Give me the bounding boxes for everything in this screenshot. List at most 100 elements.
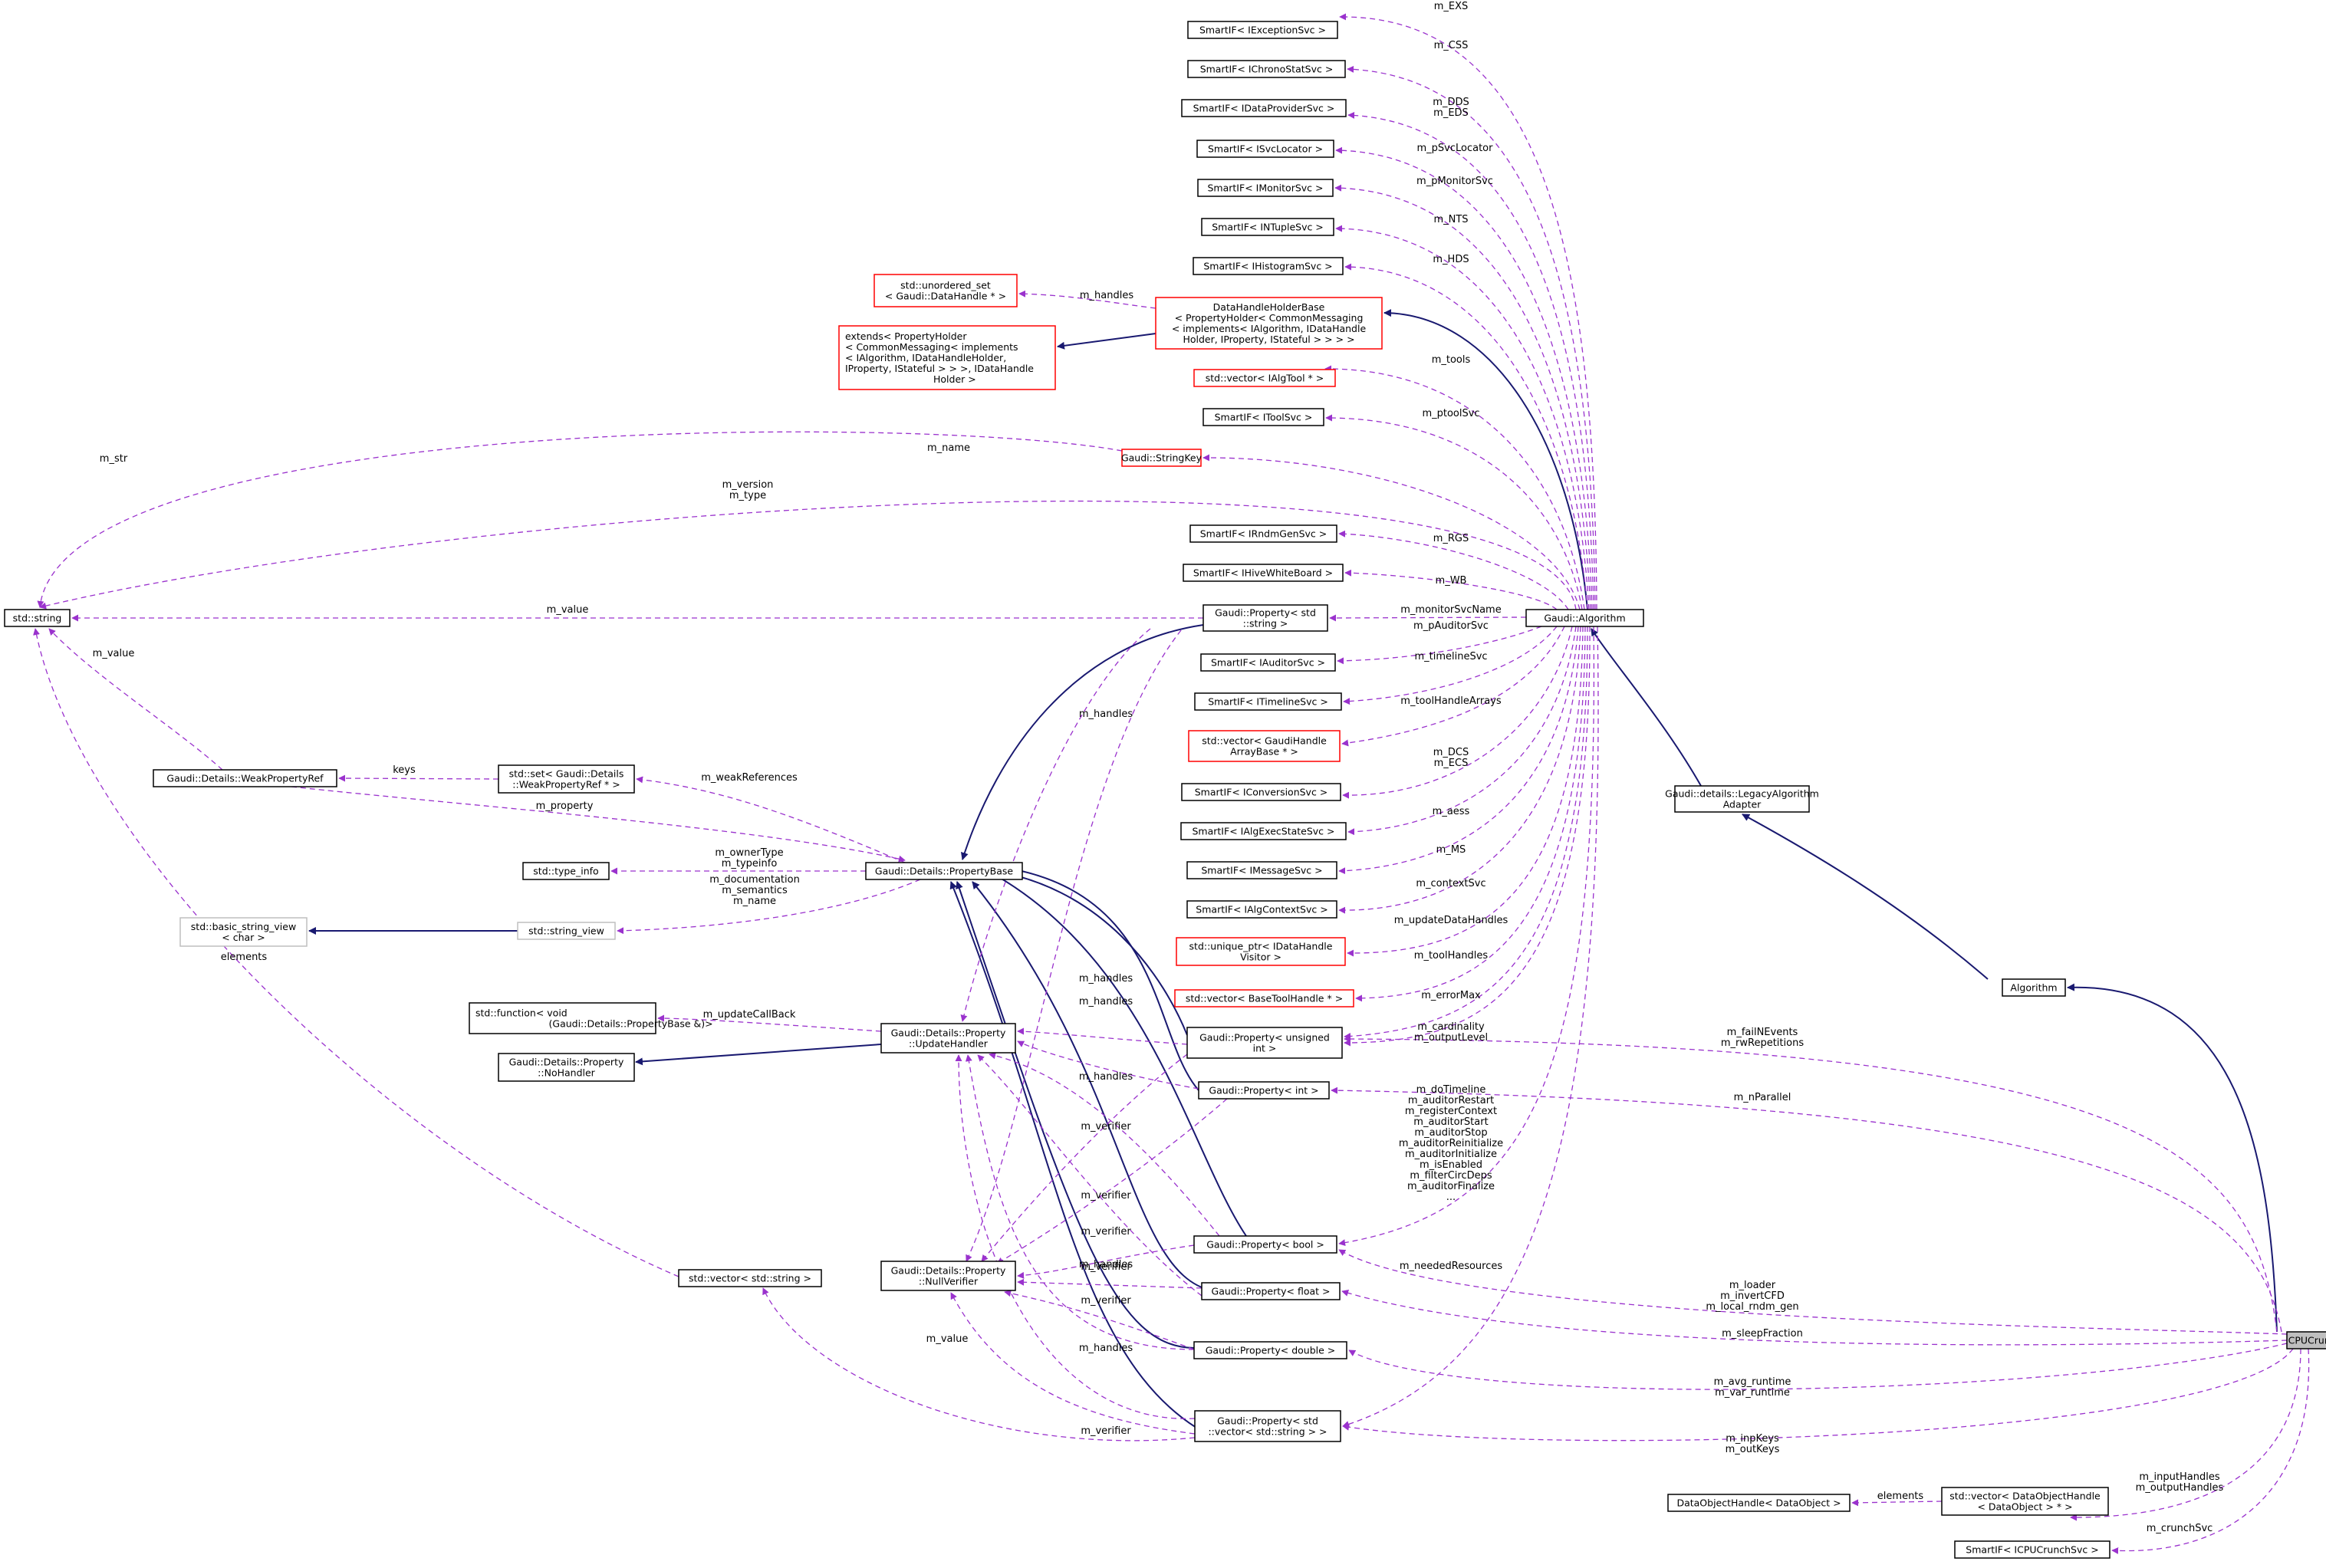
class-name: CPUCruncher <box>2288 1335 2326 1346</box>
class-node-propbool[interactable]: Gaudi::Property< bool > <box>1193 1235 1337 1254</box>
class-node-nullv[interactable]: Gaudi::Details::Property::NullVerifier <box>880 1261 1016 1291</box>
class-box <box>1181 783 1341 801</box>
class-node-vstr[interactable]: std::vector< std::string > <box>678 1269 822 1287</box>
edge-label-m-value-wpr: m_value <box>93 648 135 659</box>
class-node-cpucruncher[interactable]: CPUCruncher <box>2286 1331 2326 1349</box>
class-node-stdstring[interactable]: std::string <box>4 609 71 627</box>
class-node-propstr[interactable]: Gaudi::Property< std::string > <box>1202 604 1328 632</box>
edge-m-name <box>1202 454 1581 610</box>
edge-m-ptoolsvc <box>1325 414 1583 610</box>
edge-m-pmonitorsvc <box>1334 184 1591 610</box>
class-node-stime[interactable]: SmartIF< ITimelineSvc > <box>1194 692 1342 711</box>
class-name: std::string_view <box>528 925 604 937</box>
class-name: Gaudi::Property< int > <box>1209 1085 1318 1096</box>
class-box <box>498 1053 635 1082</box>
edge-m-updatecallback <box>657 1014 882 1032</box>
edge-m-inpkeys <box>1342 1348 2294 1441</box>
class-name: SmartIF< INTupleSvc > <box>1212 222 1324 233</box>
class-node-sconv[interactable]: SmartIF< IConversionSvc > <box>1181 783 1341 801</box>
class-node-propdouble[interactable]: Gaudi::Property< double > <box>1193 1341 1347 1359</box>
class-node-scrunch[interactable]: SmartIF< ICPUCrunchSvc > <box>1954 1540 2111 1559</box>
class-box <box>1180 822 1347 840</box>
class-name: SmartIF< IHiveWhiteBoard > <box>1193 567 1333 579</box>
class-node-nohandler[interactable]: Gaudi::Details::Property::NoHandler <box>498 1053 635 1082</box>
edge-label-m-verifier-float: m_verifier <box>1081 1261 1131 1273</box>
class-node-uset[interactable]: std::unordered_set< Gaudi::DataHandle * … <box>873 274 1018 307</box>
class-node-vbth[interactable]: std::vector< BaseToolHandle * > <box>1174 989 1354 1008</box>
class-node-algorithm[interactable]: Algorithm <box>2002 978 2066 997</box>
class-box <box>1954 1540 2111 1559</box>
edge-m-verifier-double <box>1004 1290 1195 1350</box>
class-node-propfloat[interactable]: Gaudi::Property< float > <box>1201 1282 1341 1300</box>
class-node-propint[interactable]: Gaudi::Property< int > <box>1198 1081 1330 1100</box>
class-node-hivewb[interactable]: SmartIF< IHiveWhiteBoard > <box>1183 564 1344 582</box>
class-node-rndm[interactable]: SmartIF< IRndmGenSvc > <box>1189 524 1337 543</box>
class-box <box>1674 785 1810 813</box>
class-node-propbase[interactable]: Gaudi::Details::PropertyBase <box>865 862 1023 880</box>
class-node-smon[interactable]: SmartIF< IMonitorSvc > <box>1197 179 1334 197</box>
edge-label-keys: keys <box>393 764 416 776</box>
class-node-snt[interactable]: SmartIF< INTupleSvc > <box>1201 218 1334 236</box>
class-node-updh[interactable]: Gaudi::Details::Property::UpdateHandler <box>880 1023 1016 1054</box>
class-node-bsv[interactable]: std::basic_string_view< char > <box>179 917 308 947</box>
class-node-sloc[interactable]: SmartIF< ISvcLocator > <box>1196 140 1334 158</box>
class-node-dhhb[interactable]: DataHandleHolderBase< PropertyHolder< Co… <box>1155 297 1383 350</box>
class-name: std::string <box>13 613 62 624</box>
class-node-typeinfo[interactable]: std::type_info <box>522 862 610 880</box>
edge-m-ms <box>1338 626 1579 875</box>
class-node-gaudialg[interactable]: Gaudi::Algorithm <box>1525 609 1644 627</box>
class-node-smsg[interactable]: SmartIF< IMessageSvc > <box>1186 861 1337 879</box>
class-node-vdoh[interactable]: std::vector< DataObjectHandle< DataObjec… <box>1941 1487 2109 1516</box>
edge-m-handles-dhhb <box>1018 290 1156 309</box>
edge-label-m-sleepfraction: m_sleepFraction <box>1722 1328 1803 1340</box>
class-node-strkey[interactable]: Gaudi::StringKey <box>1121 449 1202 467</box>
edge-keys <box>338 774 499 782</box>
class-box <box>1186 900 1337 919</box>
class-box <box>469 1002 656 1034</box>
edge-m-loader <box>1338 1249 2288 1335</box>
class-box <box>1121 449 1202 467</box>
edge-m-neededresources <box>1342 626 1599 1428</box>
class-node-propvec[interactable]: Gaudi::Property< std::vector< std::strin… <box>1194 1410 1341 1442</box>
class-name: SmartIF< IChronoStatSvc > <box>1200 64 1334 75</box>
class-node-saud[interactable]: SmartIF< IAuditorSvc > <box>1200 653 1336 672</box>
edge-m-timelinesvc <box>1343 626 1558 705</box>
class-box <box>1183 564 1344 582</box>
class-node-sctx[interactable]: SmartIF< IAlgContextSvc > <box>1186 900 1337 919</box>
class-node-func[interactable]: std::function< void(Gaudi::Details::Prop… <box>469 1002 713 1034</box>
class-name: Gaudi::Details::WeakPropertyRef <box>166 773 324 784</box>
class-node-schrono[interactable]: SmartIF< IChronoStatSvc > <box>1187 60 1346 78</box>
class-node-sexc[interactable]: SmartIF< IExceptionSvc > <box>1187 21 1338 39</box>
class-node-stool[interactable]: SmartIF< IToolSvc > <box>1202 408 1324 426</box>
class-node-sv[interactable]: std::string_view <box>517 922 616 940</box>
class-box <box>1193 257 1344 275</box>
edge-label-m-value-str: m_value <box>547 604 589 616</box>
class-box <box>2002 978 2066 997</box>
class-node-valgtool[interactable]: std::vector< IAlgTool * > <box>1193 369 1336 387</box>
class-node-doh[interactable]: DataObjectHandle< DataObject > <box>1667 1494 1851 1512</box>
propint-to-propbase <box>982 861 1199 1091</box>
class-node-wpr[interactable]: Gaudi::Details::WeakPropertyRef <box>153 769 337 787</box>
class-node-sdp[interactable]: SmartIF< IDataProviderSvc > <box>1181 99 1347 117</box>
class-box <box>179 917 308 947</box>
propdouble-to-propbase <box>956 881 1197 1349</box>
propvec-to-propbase <box>949 881 1197 1428</box>
edge-m-updatedatahandles <box>1347 626 1584 957</box>
class-node-sexec[interactable]: SmartIF< IAlgExecStateSvc > <box>1180 822 1347 840</box>
class-node-extends[interactable]: extends< PropertyHolder< CommonMessaging… <box>838 325 1056 390</box>
edge-m-weakreferences <box>636 776 906 863</box>
edge-m-aess <box>1347 626 1577 836</box>
class-node-setwpr[interactable]: std::set< Gaudi::Details::WeakPropertyRe… <box>498 764 635 794</box>
edge-m-monitorsvcname <box>1329 614 1527 622</box>
class-node-shist[interactable]: SmartIF< IHistogramSvc > <box>1193 257 1344 275</box>
legacy-to-gaudialg <box>1591 628 1702 787</box>
edge-label-m-aess: m_aess <box>1433 806 1470 817</box>
